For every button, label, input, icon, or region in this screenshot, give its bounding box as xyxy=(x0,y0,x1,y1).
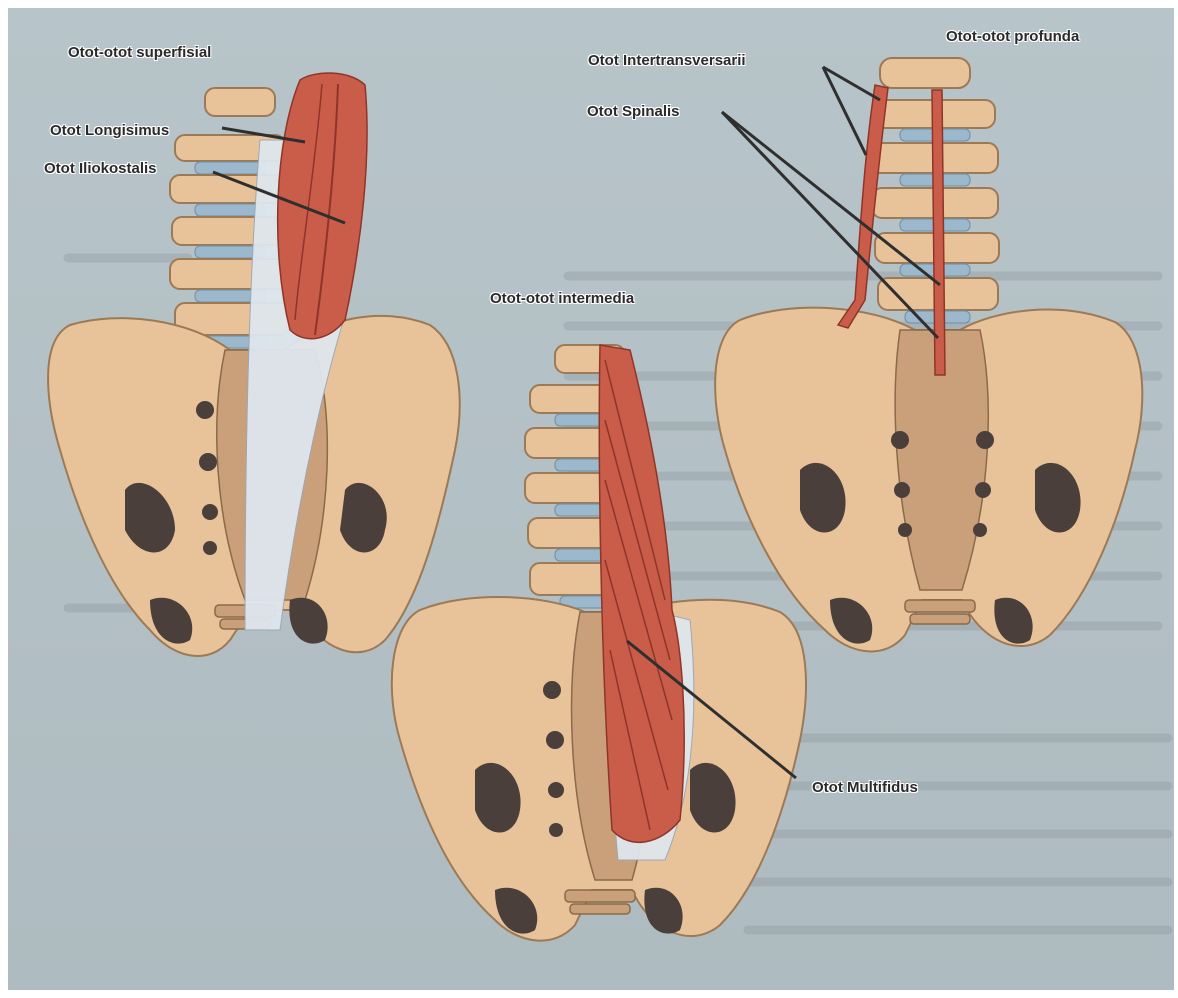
label-intertransversarii: Otot Intertransversarii xyxy=(588,52,746,69)
label-profunda-group: Otot-otot profunda xyxy=(946,28,1079,45)
pelvis-profunda xyxy=(715,58,1142,651)
multifidus-muscle xyxy=(599,345,684,842)
longissimus-iliocostalis-muscle xyxy=(278,73,367,339)
label-spinalis: Otot Spinalis xyxy=(587,103,680,120)
label-longissimus: Otot Longisimus xyxy=(50,122,169,139)
label-superficial-group: Otot-otot superfisial xyxy=(68,44,211,61)
label-intermedia-group: Otot-otot intermedia xyxy=(490,290,634,307)
label-multifidus: Otot Multifidus xyxy=(812,779,918,796)
label-iliocostalis: Otot Iliokostalis xyxy=(44,160,157,177)
